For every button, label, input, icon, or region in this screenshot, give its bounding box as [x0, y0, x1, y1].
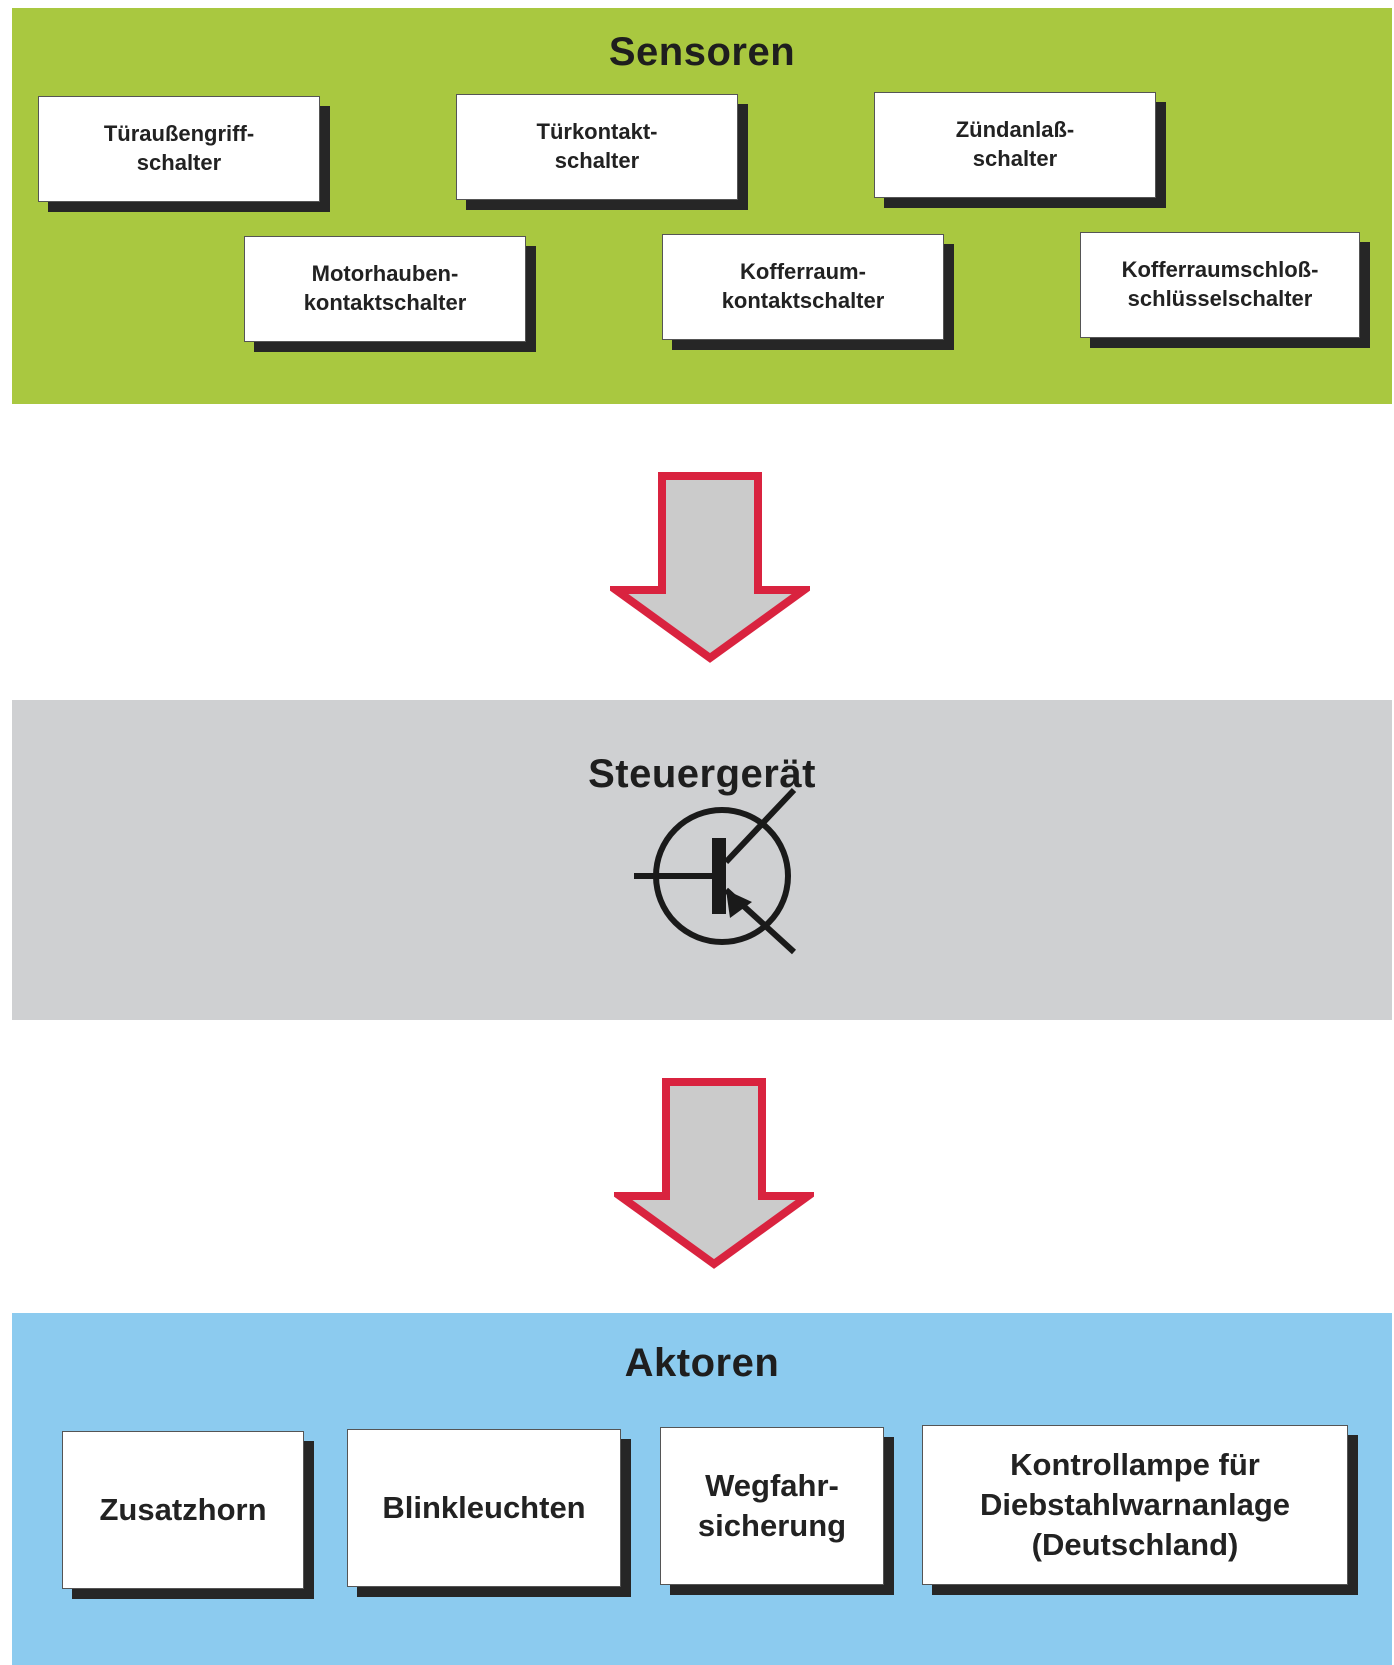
sensor-label: Kofferraumschloß- schlüsselschalter	[1121, 257, 1319, 311]
sensor-label: Türkontakt- schalter	[536, 119, 658, 173]
actuator-label: Zusatzhorn	[99, 1491, 267, 1527]
down-arrow-icon	[614, 1078, 814, 1269]
sensor-label: Motorhauben- kontaktschalter	[303, 261, 467, 315]
actuator-immobilizer: Wegfahr- sicherung	[660, 1427, 884, 1585]
down-arrow-icon	[610, 472, 810, 663]
actuator-label: Blinkleuchten	[382, 1489, 586, 1525]
actuator-turn-signals: Blinkleuchten	[347, 1429, 621, 1587]
sensor-ignition-switch: Zündanlaß- schalter	[874, 92, 1156, 198]
sensor-trunk-contact-switch: Kofferraum- kontaktschalter	[662, 234, 944, 340]
sensors-title: Sensoren	[608, 30, 796, 74]
sensor-hood-contact-switch: Motorhauben- kontaktschalter	[244, 236, 526, 342]
actuators-panel: Aktoren Zusatzhorn Blinkleuchten Wegfahr…	[12, 1313, 1392, 1665]
sensor-label: Türaußengriff- schalter	[103, 121, 255, 175]
actuator-label: Kontrollampe für Diebstahlwarnanlage (De…	[979, 1446, 1291, 1563]
sensors-panel: Sensoren Türaußengriff- schalter Türkont…	[12, 8, 1392, 404]
sensor-label: Kofferraum- kontaktschalter	[721, 259, 885, 313]
actuator-alarm-warning-lamp: Kontrollampe für Diebstahlwarnanlage (De…	[922, 1425, 1348, 1585]
control-unit-title: Steuergerät	[588, 752, 816, 796]
actuators-title: Aktoren	[624, 1341, 780, 1385]
actuator-additional-horn: Zusatzhorn	[62, 1431, 304, 1589]
sensor-label: Zündanlaß- schalter	[955, 117, 1075, 171]
actuator-label: Wegfahr- sicherung	[697, 1467, 847, 1543]
sensor-door-handle-switch: Türaußengriff- schalter	[38, 96, 320, 202]
sensor-door-contact-switch: Türkontakt- schalter	[456, 94, 738, 200]
transistor-icon	[634, 787, 797, 955]
control-unit-panel: Steuergerät	[12, 700, 1392, 1020]
sensor-trunk-lock-key-switch: Kofferraumschloß- schlüsselschalter	[1080, 232, 1360, 338]
